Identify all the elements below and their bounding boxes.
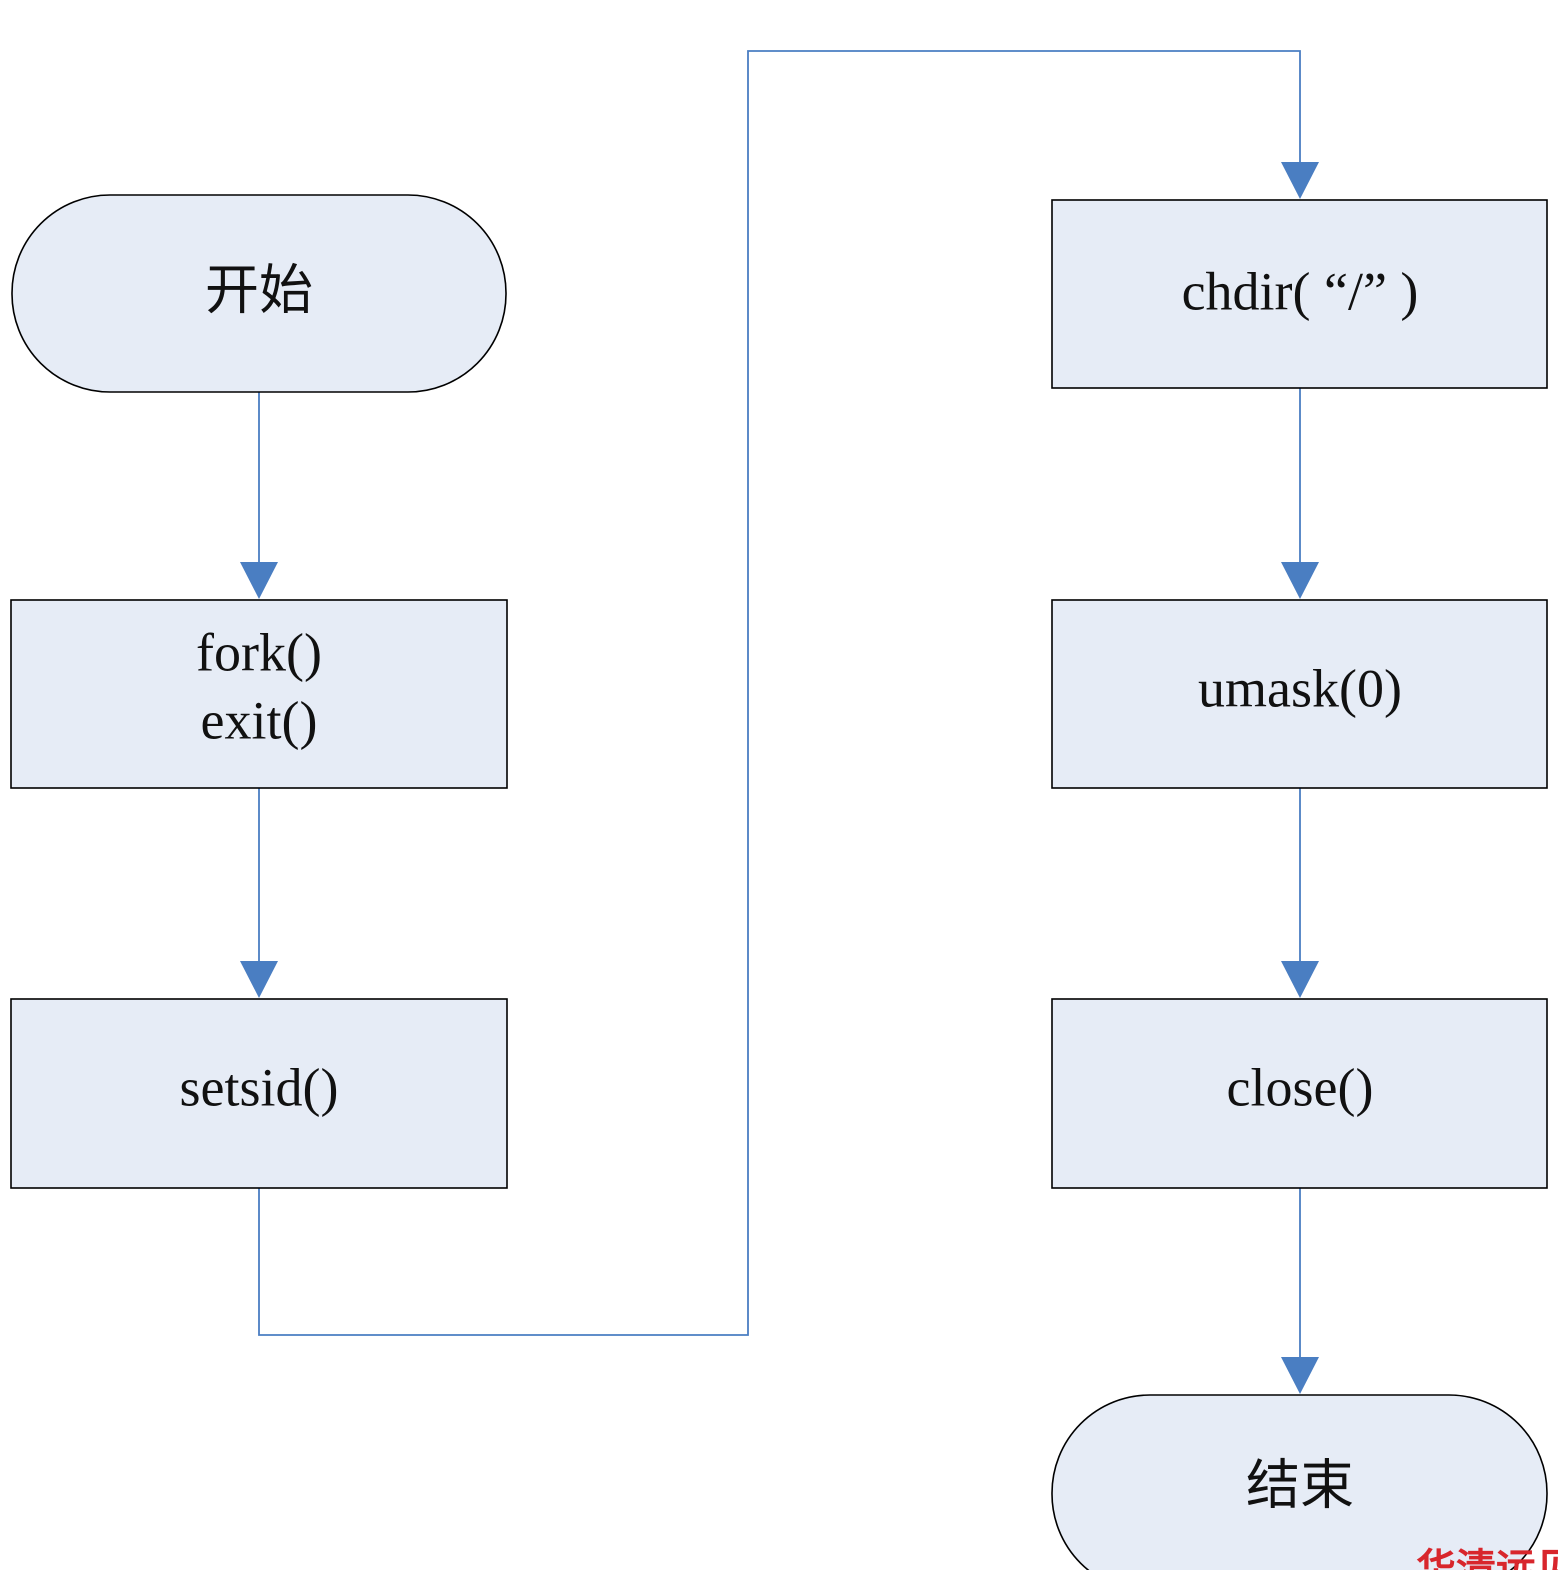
fork-exit-box — [10, 599, 508, 789]
end-label: 结束 — [1246, 1455, 1354, 1515]
arrowhead-chdir — [1281, 162, 1319, 199]
chdir-label: chdir( “/” ) — [1182, 261, 1419, 321]
fork-label: fork() — [196, 622, 322, 682]
start-terminal-shape — [11, 194, 507, 393]
umask-node: umask(0) — [1051, 599, 1548, 789]
umask-label: umask(0) — [1198, 658, 1402, 718]
arrowhead-fork — [240, 562, 278, 599]
arrowhead-close — [1281, 961, 1319, 998]
setsid-label: setsid() — [180, 1057, 339, 1117]
close-box — [1051, 998, 1548, 1189]
close-label: close() — [1227, 1057, 1374, 1117]
fork-exit-node: fork() exit() — [10, 599, 508, 789]
umask-box — [1051, 599, 1548, 789]
close-node: close() — [1051, 998, 1548, 1189]
chdir-node: chdir( “/” ) — [1051, 199, 1548, 389]
setsid-box — [10, 998, 508, 1189]
setsid-node: setsid() — [10, 998, 508, 1189]
arrowhead-setsid — [240, 961, 278, 998]
start-node: 开始 — [11, 194, 507, 393]
connectors — [240, 50, 1319, 1394]
end-terminal-shape — [1051, 1394, 1548, 1570]
watermark-logo: 华清远见 — [1416, 1546, 1558, 1570]
chdir-box — [1051, 199, 1548, 389]
edge-setsid-to-chdir — [258, 50, 1301, 1336]
start-label: 开始 — [205, 260, 313, 320]
exit-label: exit() — [201, 690, 318, 750]
arrowhead-end — [1281, 1357, 1319, 1394]
end-node: 结束 — [1051, 1394, 1548, 1570]
arrowhead-umask — [1281, 562, 1319, 599]
